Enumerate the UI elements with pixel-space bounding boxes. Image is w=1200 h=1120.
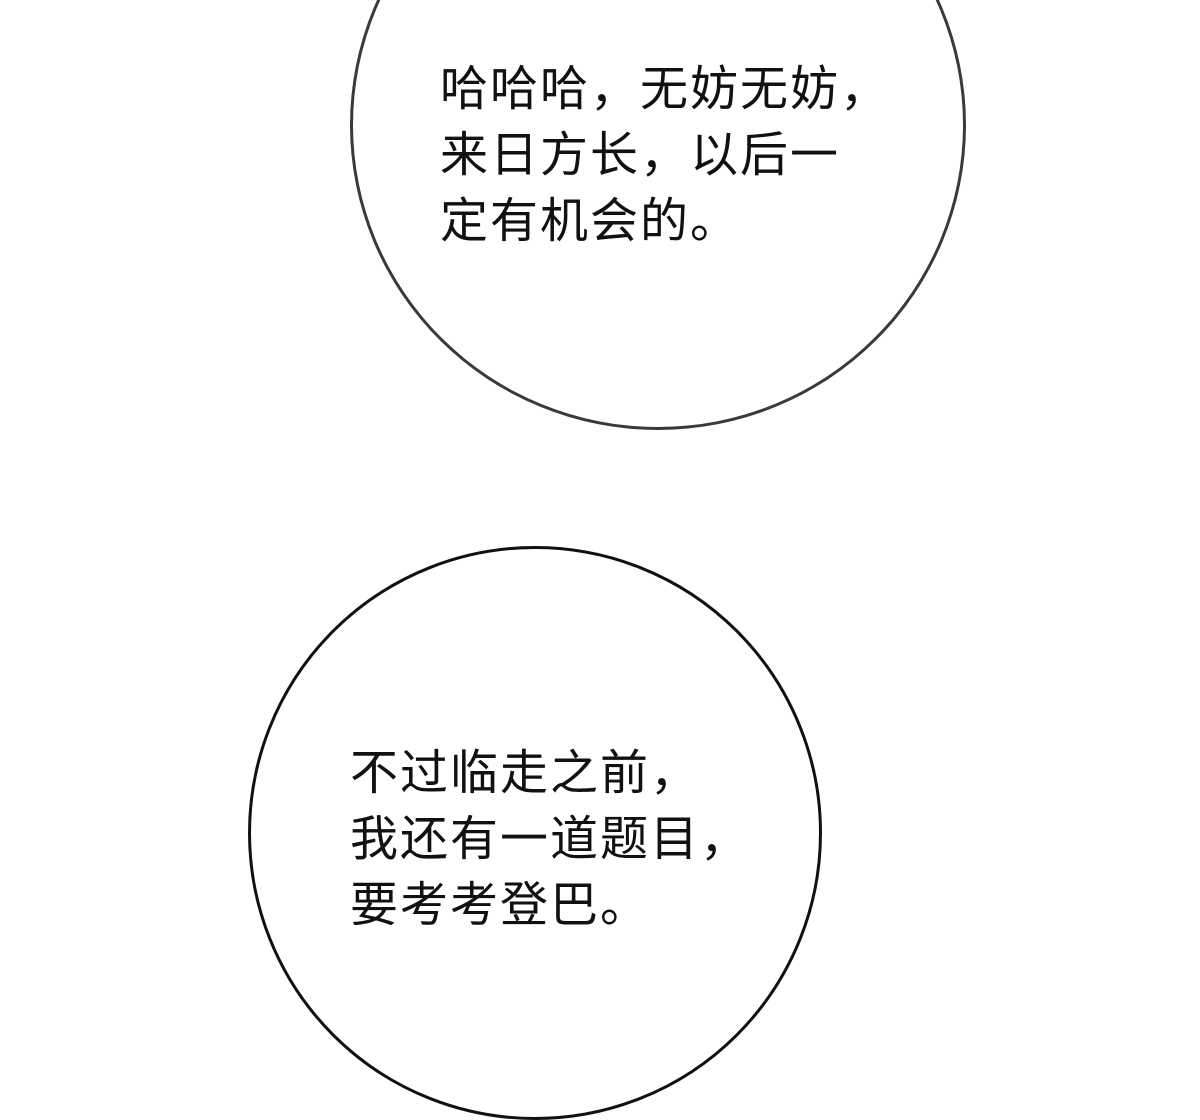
- dialogue-line: 我还有一道题目，: [350, 811, 751, 867]
- dialogue-line: 不过临走之前，: [350, 745, 701, 801]
- dialogue-line: 要考考登巴。: [350, 877, 651, 933]
- speech-bubble-top-text: 哈哈哈，无妨无妨， 来日方长，以后一 定有机会的。: [440, 56, 890, 254]
- dialogue-line: 定有机会的。: [440, 193, 741, 249]
- speech-bubble-bottom-text: 不过临走之前， 我还有一道题目， 要考考登巴。: [350, 740, 750, 938]
- dialogue-line: 哈哈哈，无妨无妨，: [440, 61, 891, 117]
- dialogue-line: 来日方长，以后一: [440, 127, 841, 183]
